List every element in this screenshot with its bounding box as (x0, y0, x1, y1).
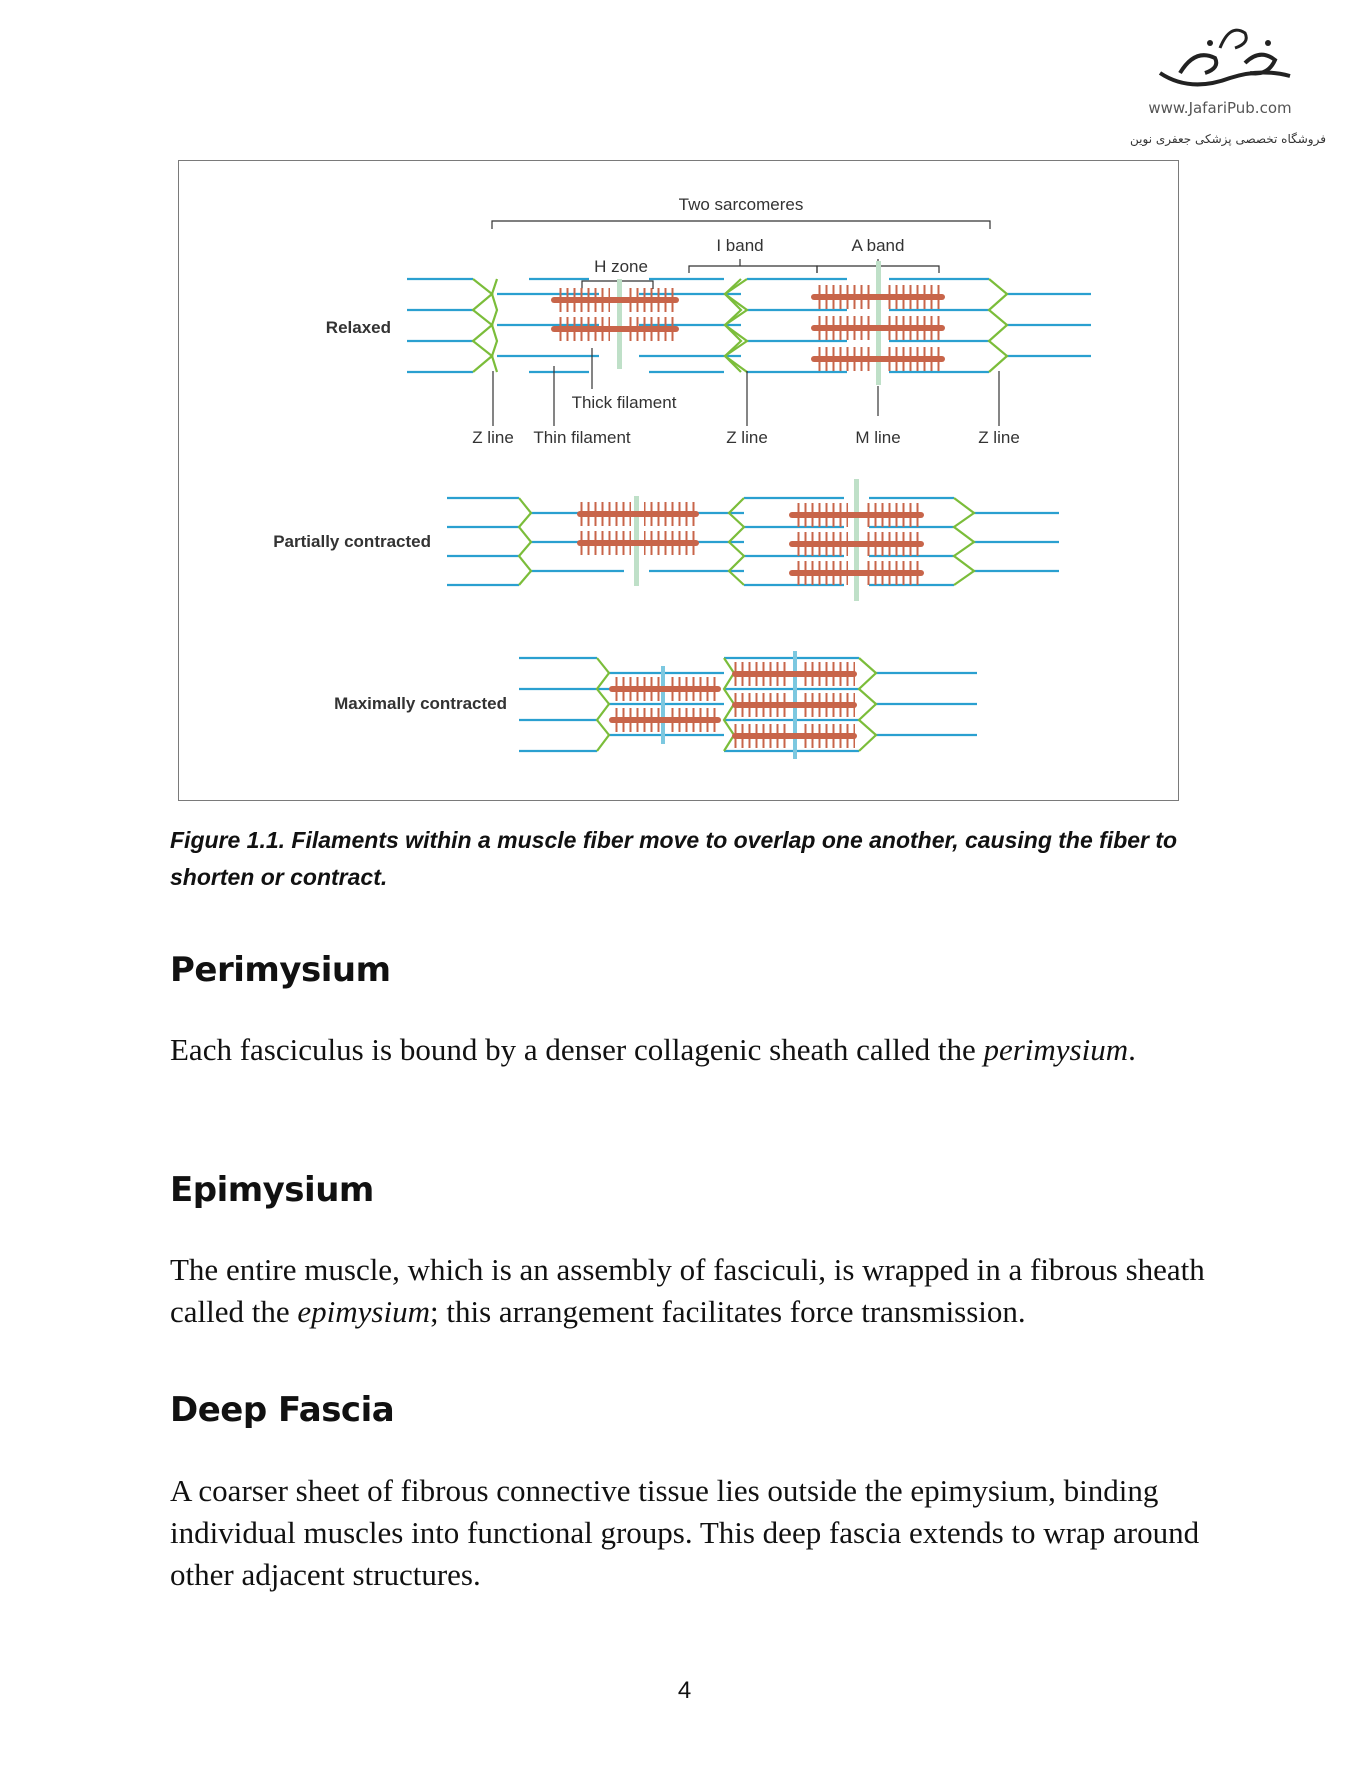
logo-tagline: فروشگاه تخصصی پزشکی جعفری نوین (1130, 132, 1326, 146)
label-i-band: I band (716, 236, 763, 255)
perimysium-text: Each fasciculus is bound by a denser col… (170, 1032, 984, 1067)
maximally-contracted-row: Maximally contracted (334, 651, 977, 759)
paragraph-perimysium: Each fasciculus is bound by a denser col… (170, 1029, 1210, 1071)
label-z-line-3: Z line (978, 428, 1020, 447)
paragraph-deep-fascia: A coarser sheet of fibrous connective ti… (170, 1473, 1200, 1592)
page-number: 4 (677, 1677, 692, 1704)
partially-contracted-row: Partially contracted (273, 479, 1059, 601)
label-h-zone: H zone (594, 257, 648, 276)
epimysium-text: The entire muscle, which is an assembly … (170, 1252, 1205, 1329)
paragraph-epimysium: The entire muscle, which is an assembly … (170, 1249, 1210, 1333)
label-m-line: M line (855, 428, 900, 447)
logo-calligraphy-icon (1158, 28, 1291, 87)
sarcomere-diagram: Two sarcomeres I band A band H zone (273, 195, 1091, 759)
relaxed-row: Two sarcomeres I band A band H zone (326, 195, 1091, 447)
row-label-relaxed: Relaxed (326, 318, 391, 337)
sarcomere-figure: Two sarcomeres I band A band H zone (178, 160, 1179, 801)
heading-deep-fascia: Deep Fascia (170, 1390, 395, 1430)
label-thick-filament: Thick filament (572, 393, 677, 412)
label-z-line-1: Z line (472, 428, 514, 447)
epimysium-text-end: ; this arrangement facilitates force tra… (429, 1294, 1026, 1329)
heading-epimysium: Epimysium (170, 1170, 374, 1210)
figure-caption: Figure 1.1. Filaments within a muscle fi… (170, 827, 1178, 890)
logo-url: www.JafariPub.com (1148, 99, 1292, 117)
row-label-partially-contracted: Partially contracted (273, 532, 431, 551)
publisher-logo: www.JafariPub.com فروشگاه تخصصی پزشکی جع… (1130, 18, 1350, 158)
label-two-sarcomeres: Two sarcomeres (679, 195, 804, 214)
heading-perimysium: Perimysium (170, 950, 391, 990)
label-a-band: A band (852, 236, 905, 255)
label-thin-filament: Thin filament (533, 428, 631, 447)
perimysium-text-end: . (1128, 1032, 1136, 1067)
epimysium-term: epimysium (297, 1294, 430, 1329)
row-label-maximally-contracted: Maximally contracted (334, 694, 507, 713)
label-z-line-2: Z line (726, 428, 768, 447)
perimysium-term: perimysium (983, 1032, 1129, 1067)
